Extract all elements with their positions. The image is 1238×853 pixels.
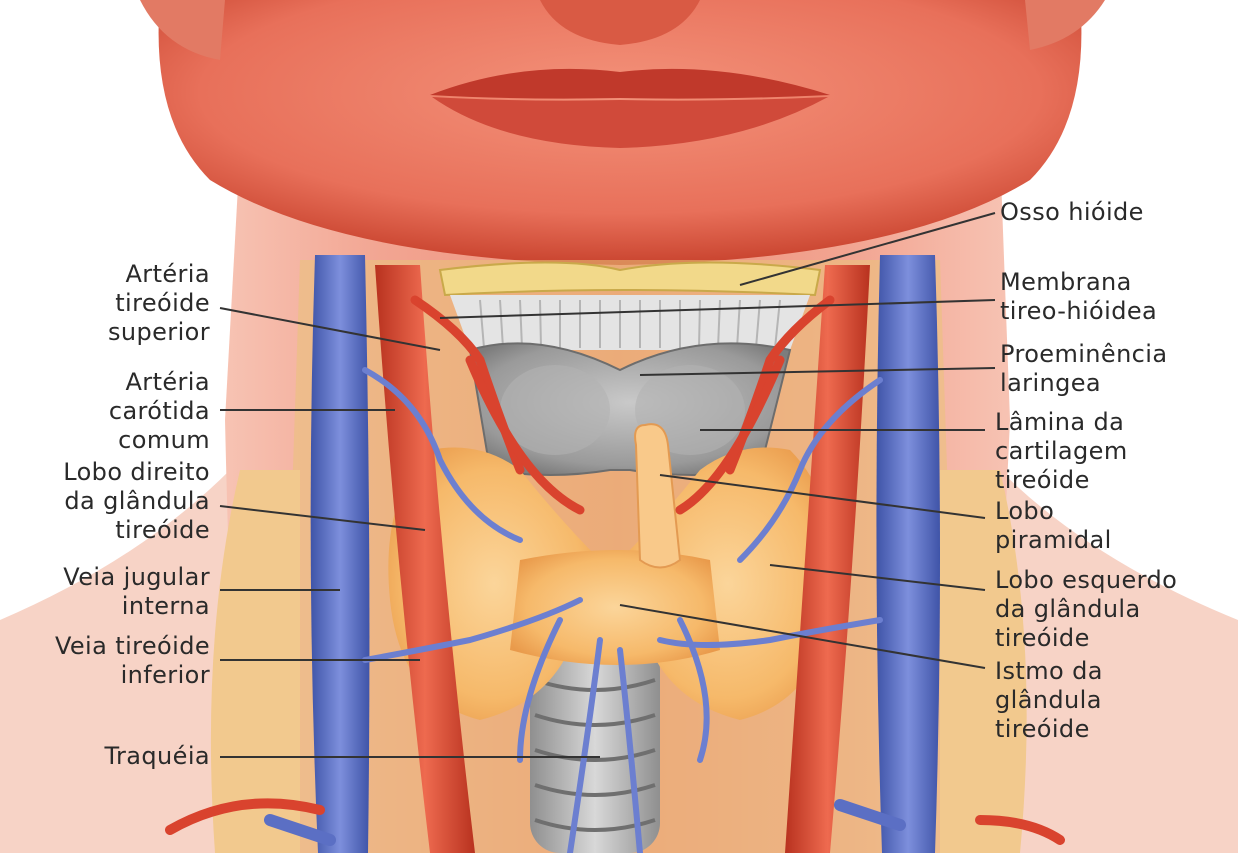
label-lobo-direito: Lobo direito da glândula tireóide bbox=[63, 458, 210, 545]
label-veia-jugular-interna: Veia jugular interna bbox=[63, 563, 210, 621]
thyroid-isthmus bbox=[510, 550, 720, 665]
label-lobo-piramidal: Lobo piramidal bbox=[995, 497, 1112, 555]
label-lamina-cartilagem: Lâmina da cartilagem tireóide bbox=[995, 408, 1128, 495]
label-arteria-tireoide-superior: Artéria tireóide superior bbox=[108, 260, 210, 347]
left-internal-jugular-vein bbox=[876, 255, 940, 853]
label-istmo: Istmo da glândula tireóide bbox=[995, 657, 1103, 744]
label-arteria-carotida-comum: Artéria carótida comum bbox=[109, 368, 210, 455]
label-traqueia: Traquéia bbox=[105, 742, 211, 771]
label-proeminencia-laringea: Proeminência laringea bbox=[1000, 340, 1167, 398]
label-veia-tireoide-inferior: Veia tireóide inferior bbox=[55, 632, 210, 690]
right-internal-jugular-vein bbox=[311, 255, 370, 853]
label-membrana-tireo-hioidea: Membrana tireo-hióidea bbox=[1000, 268, 1157, 326]
label-osso-hioide: Osso hióide bbox=[1000, 198, 1144, 227]
label-lobo-esquerdo: Lobo esquerdo da glândula tireóide bbox=[995, 566, 1177, 653]
